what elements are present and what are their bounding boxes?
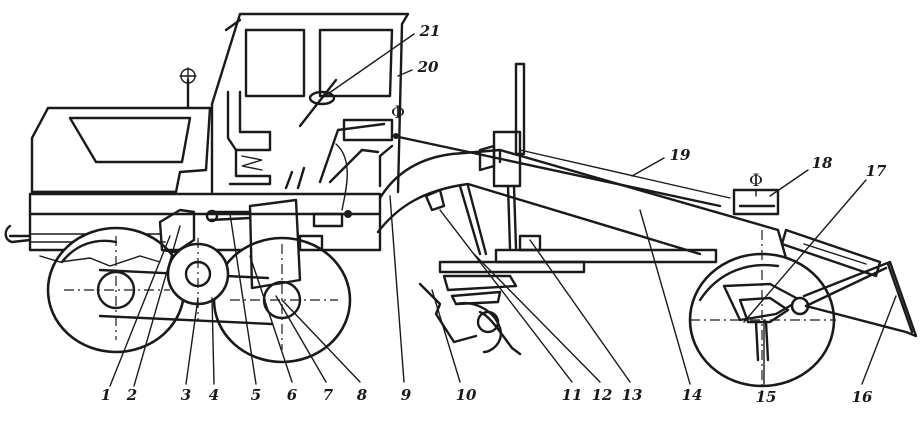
label-19: 19 — [670, 146, 691, 164]
circle-and-blade — [418, 184, 718, 356]
cab — [210, 12, 410, 194]
front-frame — [376, 148, 788, 260]
part-number-labels: 1 2 3 4 5 6 7 8 9 10 11 12 13 14 15 16 1… — [101, 22, 887, 406]
label-17: 17 — [866, 162, 887, 180]
label-16: 16 — [852, 388, 873, 406]
engine-hood — [30, 106, 212, 194]
label-7: 7 — [323, 386, 334, 404]
label-18: 18 — [812, 154, 833, 172]
label-20: 20 — [417, 58, 439, 76]
label-12: 12 — [592, 386, 613, 404]
valve-block — [732, 188, 780, 216]
phi-symbol-valve: Φ — [749, 171, 763, 191]
dozer-blade — [802, 260, 918, 338]
label-9: 9 — [401, 386, 412, 404]
front-wheel — [688, 230, 836, 392]
label-21: 21 — [419, 22, 441, 40]
rear-frame — [4, 192, 382, 252]
label-1: 1 — [101, 386, 111, 404]
hydraulic-line — [392, 133, 731, 208]
exhaust-stack — [179, 67, 197, 110]
front-hydraulic-cylinder — [780, 228, 882, 278]
label-8: 8 — [357, 386, 368, 404]
label-11: 11 — [562, 386, 583, 404]
leader-lines — [109, 33, 897, 387]
label-13: 13 — [622, 386, 643, 404]
label-15: 15 — [756, 388, 777, 406]
lift-column — [478, 62, 526, 250]
rear-wheels — [39, 226, 352, 364]
label-6: 6 — [287, 386, 298, 404]
label-10: 10 — [456, 386, 477, 404]
label-3: 3 — [181, 386, 191, 404]
label-14: 14 — [682, 386, 703, 404]
rear-axle — [158, 208, 196, 254]
label-5: 5 — [251, 386, 261, 404]
phi-symbol-cab: Φ — [391, 103, 405, 123]
label-2: 2 — [126, 386, 137, 404]
label-4: 4 — [209, 386, 219, 404]
